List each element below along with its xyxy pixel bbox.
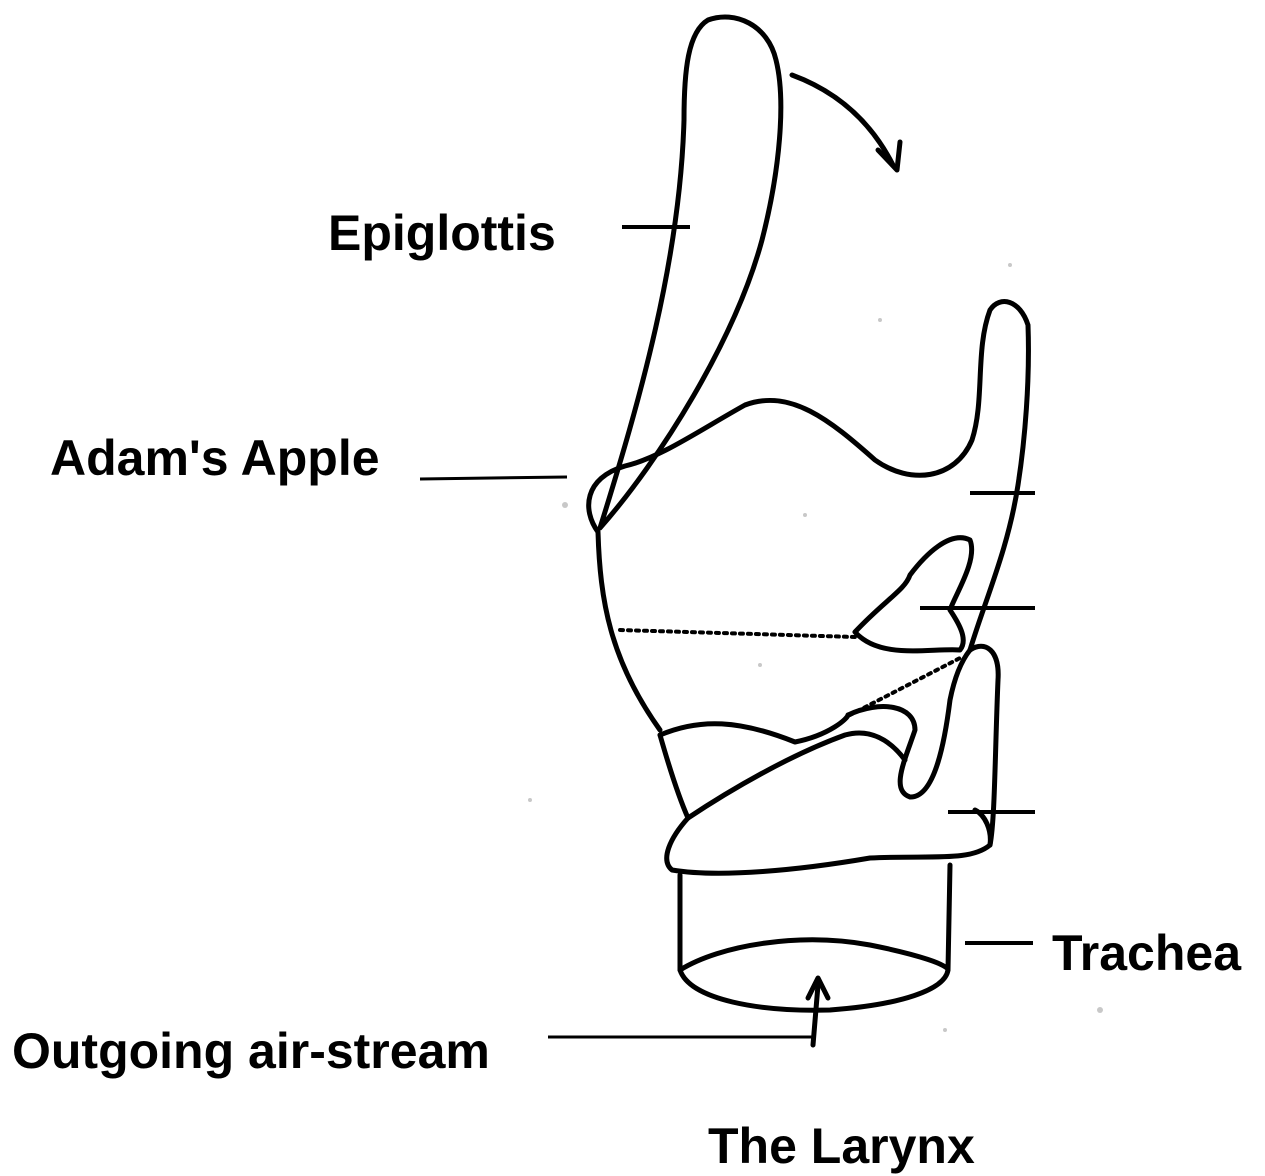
outgoing-air-stream-label: Outgoing air-stream [12, 1023, 490, 1079]
thyroid-cartilage [589, 302, 1029, 650]
cricoid-top-edge [660, 715, 848, 742]
epiglottis-motion-arrow [792, 75, 900, 170]
cricoid-band [688, 733, 905, 818]
vocal-fold-line-upper [620, 630, 855, 637]
trachea-label: Trachea [1052, 925, 1242, 981]
posterior-inner-loop [848, 650, 970, 797]
adams-apple-label: Adam's Apple [50, 430, 380, 486]
arytenoid-cartilage [855, 538, 972, 651]
epiglottis-label: Epiglottis [328, 205, 556, 261]
epiglottis-shape [600, 17, 781, 528]
adams-apple-leader-line [420, 477, 567, 479]
diagram-caption: The Larynx [708, 1118, 975, 1174]
trachea-opening [680, 940, 948, 970]
